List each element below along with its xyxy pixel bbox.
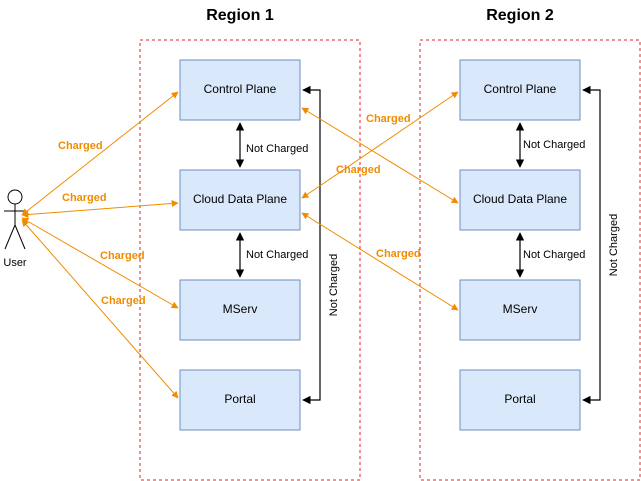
region-1-control-plane[interactable]: Control Plane bbox=[179, 59, 301, 121]
edge-label: Not Charged bbox=[246, 143, 308, 155]
edge-label: Not Charged bbox=[523, 139, 585, 151]
node-label: Portal bbox=[504, 392, 535, 406]
edge-label: Charged bbox=[376, 248, 421, 260]
region-1-mserv[interactable]: MServ bbox=[179, 279, 301, 341]
edge-label: Charged bbox=[100, 250, 145, 262]
user-actor-icon[interactable] bbox=[4, 189, 26, 250]
user-label: User bbox=[3, 257, 27, 269]
node-label: Control Plane bbox=[204, 82, 277, 96]
edge-label: Charged bbox=[101, 295, 146, 307]
region-2-title: Region 2 bbox=[486, 7, 554, 24]
region-2-mserv[interactable]: MServ bbox=[459, 279, 581, 341]
region-2-portal[interactable]: Portal bbox=[459, 369, 581, 431]
cross-edge-r1-cdp-to-r2-mserv: Charged bbox=[301, 212, 459, 311]
region-2-edge-cdp-mserv: Not Charged bbox=[515, 232, 585, 278]
cross-edge-r2-cp-to-r1-cdp: Charged bbox=[301, 91, 459, 199]
region-2-cloud-data-plane[interactable]: Cloud Data Plane bbox=[459, 169, 581, 231]
region-1-title: Region 1 bbox=[206, 7, 274, 24]
edge-label: Charged bbox=[366, 113, 411, 125]
region-2-edge-cp-cdp: Not Charged bbox=[515, 122, 585, 168]
edge-label: Charged bbox=[58, 140, 103, 152]
node-label: Control Plane bbox=[484, 82, 557, 96]
node-label: MServ bbox=[223, 302, 258, 316]
region-1-portal[interactable]: Portal bbox=[179, 369, 301, 431]
edge-label: Not Charged bbox=[608, 214, 620, 276]
edge-label: Not Charged bbox=[328, 254, 340, 316]
region-1-edge-cp-portal: Not Charged bbox=[302, 85, 340, 405]
edge-label: Charged bbox=[62, 192, 107, 204]
node-label: MServ bbox=[503, 302, 538, 316]
edge-label: Charged bbox=[336, 164, 381, 176]
user-edge-control-plane: Charged bbox=[21, 91, 179, 216]
node-label: Portal bbox=[224, 392, 255, 406]
user-edge-cloud-data-plane: Charged bbox=[21, 192, 179, 219]
node-label: Cloud Data Plane bbox=[193, 192, 287, 206]
edge-label: Not Charged bbox=[246, 249, 308, 261]
edge-label: Not Charged bbox=[523, 249, 585, 261]
region-1-edge-cp-cdp: Not Charged bbox=[235, 122, 308, 168]
user-edge-portal: Charged bbox=[21, 219, 179, 399]
cross-edge-r1-cp-to-r2-cdp: Charged bbox=[301, 107, 459, 204]
region-2-control-plane[interactable]: Control Plane bbox=[459, 59, 581, 121]
user-edge-mserv: Charged bbox=[21, 217, 179, 309]
region-1-edge-cdp-mserv: Not Charged bbox=[235, 232, 308, 278]
region-2-edge-cp-portal: Not Charged bbox=[582, 85, 620, 405]
node-label: Cloud Data Plane bbox=[473, 192, 567, 206]
region-1-cloud-data-plane[interactable]: Cloud Data Plane bbox=[179, 169, 301, 231]
